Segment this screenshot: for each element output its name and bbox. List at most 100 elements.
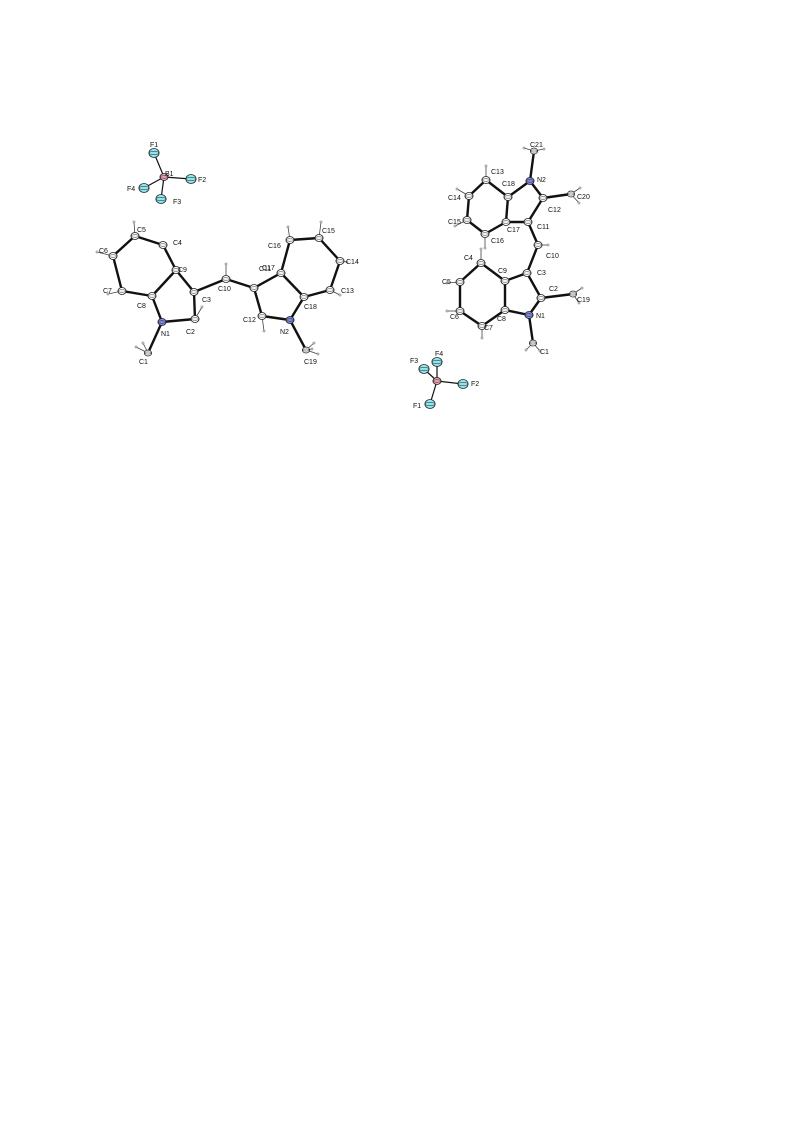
atom-principal-band: [424, 402, 436, 406]
atom-principal-band: [464, 194, 474, 198]
hydrogen-atom: [319, 220, 323, 224]
hydrogen-atom: [483, 246, 487, 250]
atom-principal-band: [249, 286, 259, 290]
atom-principal-band: [455, 280, 465, 284]
atom-principal-band: [480, 232, 490, 236]
atom-label-c14: C14: [346, 259, 359, 266]
atom-label-c19: C19: [577, 297, 590, 304]
atom-c10: [533, 241, 543, 249]
atom-ellipsoid: [185, 174, 197, 184]
atom-ellipsoid: [147, 292, 157, 300]
atom-label-c6: C6: [99, 248, 108, 255]
atom-n1: [157, 318, 167, 326]
atom-f2: [457, 379, 469, 389]
atom-ellipsoid: [529, 339, 538, 347]
atom-principal-band: [477, 324, 487, 328]
atom-label-c13: C13: [341, 288, 354, 295]
atom-ellipsoid: [249, 284, 259, 292]
atom-principal-band: [523, 220, 533, 224]
atom-ellipsoid: [524, 311, 534, 319]
atom-ellipsoid: [285, 316, 295, 324]
atom-principal-band: [536, 296, 546, 300]
atom-principal-band: [285, 238, 295, 242]
atom-ellipsoid: [522, 269, 532, 277]
atom-principal-band: [418, 367, 430, 371]
bond-c15-c14: [317, 236, 342, 263]
atom-c5: [130, 232, 140, 240]
atom-principal-band: [171, 268, 181, 272]
atom-principal-band: [538, 196, 548, 200]
atom-ellipsoid: [569, 290, 578, 298]
atom-f1: [424, 399, 436, 409]
atom-label-c10: C10: [546, 253, 559, 260]
atom-principal-band: [108, 254, 118, 258]
atom-c13: [325, 286, 335, 294]
atom-ellipsoid: [276, 269, 286, 277]
atom-label-c7: C7: [103, 288, 112, 295]
bond-c13-c18: [302, 288, 332, 299]
bond-c14-c13: [328, 259, 342, 292]
atom-ellipsoid: [501, 218, 511, 226]
atom-label-c7: C7: [484, 325, 493, 332]
bond-c3-c2: [192, 290, 197, 321]
atom-c4: [476, 259, 486, 267]
hydrogen-atom: [524, 348, 528, 352]
left-molecule-structure: F1F2F3F4B1C1C2C3C4C5C6C7C8C9C10C11C12C13…: [95, 142, 359, 366]
atom-principal-band: [500, 308, 510, 312]
atom-principal-band: [147, 294, 157, 298]
hydrogen-atom: [286, 225, 290, 229]
hydrogen-atom: [310, 347, 314, 351]
atom-c14: [335, 257, 345, 265]
bond-c13-c18: [484, 178, 510, 199]
atom-ellipsoid: [148, 148, 160, 158]
atom-label-c15: C15: [448, 219, 461, 226]
atom-f2: [185, 174, 197, 184]
atom-c17: [276, 269, 286, 277]
hydrogen-atom: [453, 224, 457, 228]
atom-ellipsoid: [462, 216, 472, 224]
hydrogen-atom: [338, 293, 342, 297]
atom-label-f1: F1: [413, 403, 421, 410]
atom-principal-band: [138, 186, 150, 190]
atom-ellipsoid: [221, 275, 231, 283]
atom-c5: [455, 278, 465, 286]
bond-c6-c7: [458, 309, 484, 328]
atom-label-c11: C11: [259, 266, 271, 273]
atom-c2: [536, 294, 546, 302]
atom-label-n1: N1: [536, 313, 545, 320]
bond-n1-c8: [150, 294, 164, 324]
atom-ellipsoid: [523, 218, 533, 226]
atom-principal-band: [476, 261, 486, 265]
atom-label-c4: C4: [173, 240, 182, 247]
atom-label-f1: F1: [150, 142, 158, 149]
atom-ellipsoid: [476, 259, 486, 267]
atom-f1: [148, 148, 160, 158]
atom-c1: [529, 339, 538, 347]
atom-label-c11: C11: [537, 224, 549, 231]
bond-c3-c2: [525, 271, 543, 300]
atom-c14: [464, 192, 474, 200]
atom-principal-band: [503, 195, 513, 199]
bond-c2-c19: [539, 292, 575, 300]
bond-c12-n2: [260, 314, 292, 322]
atom-principal-band: [159, 175, 169, 179]
hydrogen-atom: [479, 247, 483, 251]
bond-c15-c14: [465, 194, 471, 222]
atom-label-n2: N2: [280, 329, 289, 336]
atom-label-c5: C5: [137, 227, 146, 234]
atom-c19: [569, 290, 578, 298]
atom-ellipsoid: [301, 346, 310, 354]
atom-ellipsoid: [314, 234, 324, 242]
atom-label-c1: C1: [540, 349, 549, 356]
hydrogen-atom: [106, 292, 110, 296]
hydrogen-atom: [484, 164, 488, 168]
bond-c10-c11: [526, 220, 540, 247]
atom-label-c14: C14: [448, 195, 461, 202]
bond-c9-c3: [174, 268, 196, 294]
atom-ellipsoid: [457, 379, 469, 389]
atom-principal-band: [524, 313, 534, 317]
atom-principal-band: [481, 178, 491, 182]
bond-n2-c19: [288, 318, 308, 352]
